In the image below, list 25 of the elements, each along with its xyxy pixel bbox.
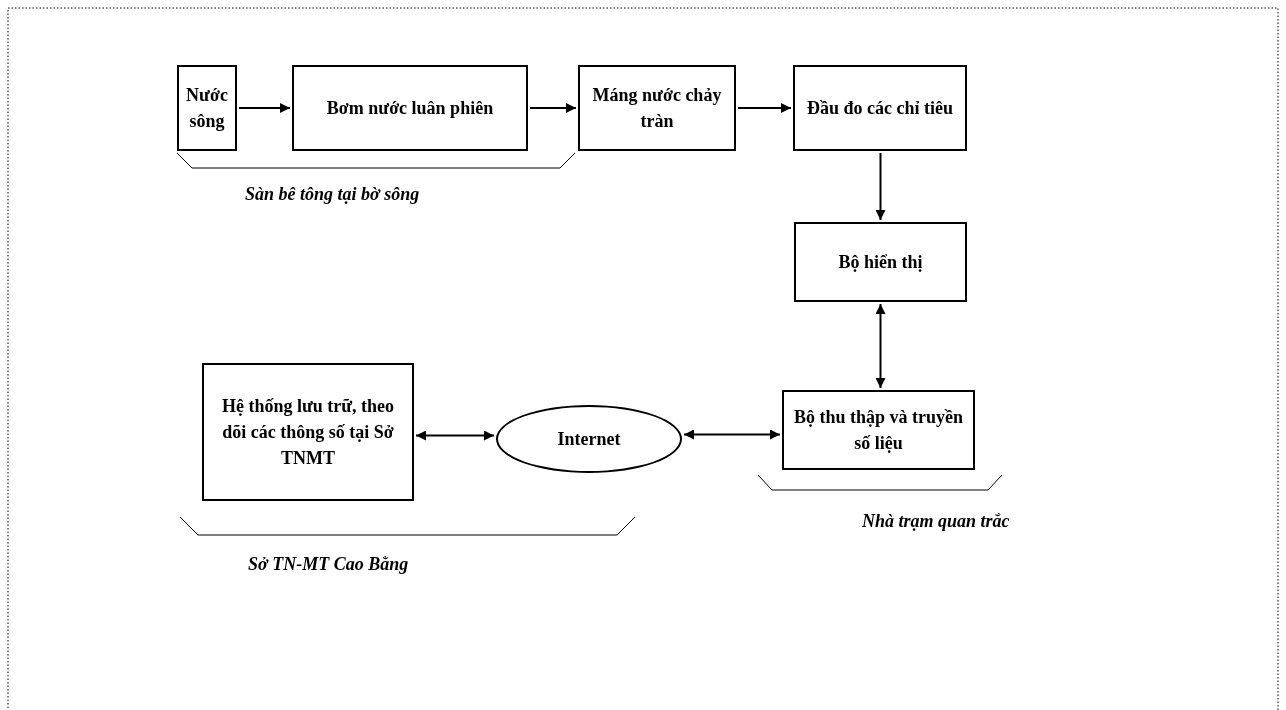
node-label: Đầu đo các chỉ tiêu: [807, 96, 953, 120]
arrow: [737, 103, 792, 113]
node-label: Bơm nước luân phiên: [326, 96, 494, 120]
arrow: [875, 152, 886, 221]
process-box: [202, 363, 414, 501]
group-label: Sàn bê tông tại bờ sông: [245, 184, 420, 205]
process-box: [794, 222, 967, 302]
process-box: [292, 65, 528, 151]
group-label: Sở TN-MT Cao Bằng: [248, 554, 409, 575]
arrow: [238, 103, 291, 113]
node-label: Hệ thống lưu trữ, theo dõi các thông số tại Sở TNMT: [220, 394, 396, 471]
arrow: [683, 429, 781, 440]
node-label: Internet: [557, 427, 621, 451]
process-box: [578, 65, 736, 151]
node-label: Nước sông: [185, 83, 229, 133]
node-label: Bộ thu thập và truyền số liệu: [793, 405, 964, 455]
process-box: [782, 390, 975, 470]
process-box: [793, 65, 967, 151]
arrow: [415, 430, 495, 441]
group-label: Nhà trạm quan trắc: [862, 511, 1010, 532]
arrow: [875, 303, 886, 389]
process-box: [177, 65, 237, 151]
arrow: [529, 103, 577, 113]
node-label: Máng nước chảy tràn: [591, 83, 723, 133]
node-label: Bộ hiển thị: [838, 250, 923, 274]
